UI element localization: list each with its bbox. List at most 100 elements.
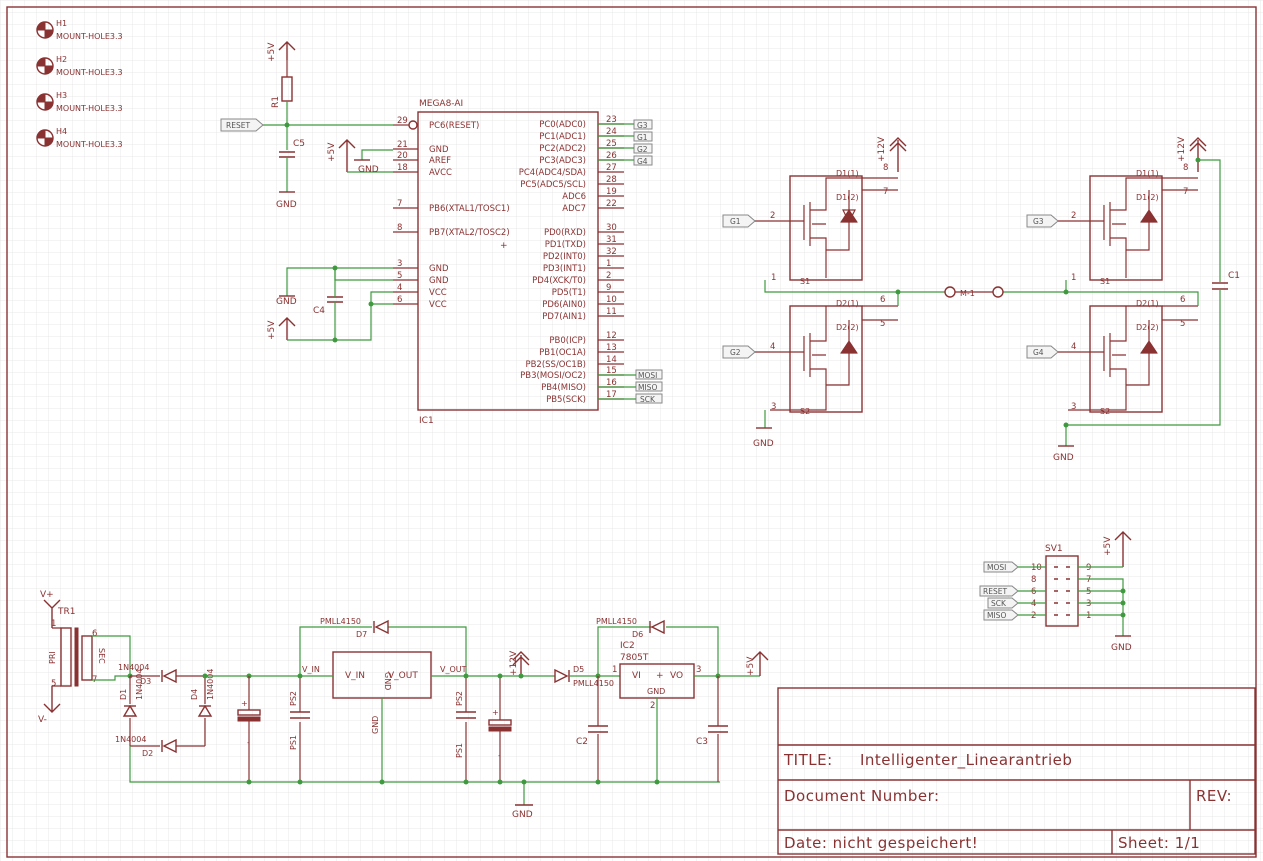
capacitor-c2[interactable]: C2 <box>576 676 608 782</box>
ic1-pin-number: 23 <box>606 115 617 125</box>
svg-text:+12V: +12V <box>509 650 519 676</box>
diode-d1[interactable]: D1 1N4004 <box>119 669 144 746</box>
svg-text:VO: VO <box>670 671 683 681</box>
mount-hole-h2[interactable]: H2 MOUNT-HOLE3.3 <box>36 55 123 77</box>
net-tag-mosi[interactable]: MOSI <box>983 561 1019 573</box>
net-tag-miso-mcu[interactable]: MISO <box>635 381 663 392</box>
net-tag-g2[interactable]: G2 <box>722 345 756 359</box>
supply-p5v-reg[interactable]: +5V <box>746 651 769 676</box>
mount-hole-h4[interactable]: H4 MOUNT-HOLE3.3 <box>36 127 123 149</box>
diode-d4[interactable]: D4 1N4004 <box>190 669 215 746</box>
supply-p5v-vcc[interactable]: +5V <box>267 317 296 340</box>
ic1-pin-number: 14 <box>606 355 617 365</box>
mosfet-upper-left[interactable]: 287 D1(1) D1(2) 1 S1 <box>755 163 898 286</box>
supply-p5v-avcc[interactable]: +5V <box>327 139 356 172</box>
supply-p12v-right[interactable]: +12V <box>1177 136 1207 172</box>
header-pin-number: 4 <box>1031 599 1036 609</box>
net-tag-g4[interactable]: G4 <box>1026 345 1059 359</box>
svg-text:6: 6 <box>92 629 97 639</box>
net-tag-reset-hdr[interactable]: RESET <box>979 585 1019 597</box>
mount-hole-h1[interactable]: H1 MOUNT-HOLE3.3 <box>36 19 123 41</box>
ic1-pin-number: 20 <box>397 151 408 161</box>
net-tag-sck-mcu[interactable]: SCK <box>635 393 663 404</box>
diode-d6[interactable]: PMLL4150 D6 <box>596 617 719 676</box>
svg-text:D2: D2 <box>142 749 153 758</box>
voltage-regulator-block[interactable]: V_IN V_OUT GND GND <box>300 651 466 782</box>
ic1-pin-number: 26 <box>606 151 617 161</box>
net-tag-g4-mcu[interactable]: G4 <box>633 155 653 166</box>
capacitor-electrolytic-2[interactable]: +- <box>488 676 512 782</box>
ic1-pin-name: PC3(ADC3) <box>539 156 586 166</box>
svg-text:G3: G3 <box>637 121 648 130</box>
mosfet-upper-right[interactable]: 287 D1(1) D1(2) 1 S1 <box>1058 163 1198 286</box>
supply-p12v-left[interactable]: +12V <box>877 136 907 172</box>
net-tag-g1[interactable]: G1 <box>722 214 756 228</box>
net-tag-g3-mcu[interactable]: G3 <box>633 119 653 130</box>
svg-text:3: 3 <box>1071 402 1076 412</box>
net-tag-g1-mcu[interactable]: G1 <box>633 131 653 142</box>
motor-m1[interactable]: M-1 <box>898 286 1066 298</box>
ic1-pin-number: 9 <box>606 283 611 293</box>
ic1-pin-name: AREF <box>429 156 451 166</box>
svg-text:PS2: PS2 <box>289 691 298 706</box>
net-tag-sck[interactable]: SCK <box>987 597 1019 609</box>
fuse-ps1[interactable]: PS2 PS1 <box>455 676 476 782</box>
fuse-ps2[interactable]: PS2 PS1 <box>289 676 310 782</box>
diode-d7[interactable]: PMLL4150 D7 <box>299 617 467 676</box>
capacitor-c3[interactable]: C3 <box>696 676 728 782</box>
svg-text:D6: D6 <box>632 630 643 639</box>
capacitor-electrolytic-1[interactable]: +- <box>237 676 261 782</box>
mount-hole-h3[interactable]: H3 MOUNT-HOLE3.3 <box>36 91 123 113</box>
supply-p12v-reg[interactable]: +12V <box>509 650 530 676</box>
svg-text:S1: S1 <box>1100 277 1110 286</box>
net-tag-reset[interactable]: RESET <box>220 118 264 132</box>
svg-text:D2(1): D2(1) <box>836 299 859 308</box>
supply-p5v-header[interactable]: +5V <box>1103 531 1132 567</box>
capacitor-c1[interactable] <box>1212 282 1228 290</box>
net-tag-mosi-mcu[interactable]: MOSI <box>635 369 663 380</box>
ic1-pin-name: PC6(RESET) <box>429 121 479 131</box>
mount-hole-name: H3 <box>56 91 67 100</box>
diode-d2[interactable]: 1N4004 D2 <box>115 735 205 758</box>
ic1-pin-number: 1 <box>606 259 611 269</box>
ic1-pin-name: VCC <box>429 288 447 298</box>
net-tag-miso[interactable]: MISO <box>983 609 1019 621</box>
diode-d3[interactable]: 1N4004 D3 <box>118 663 205 686</box>
net-tag-g2-mcu[interactable]: G2 <box>633 143 653 154</box>
mount-hole-name: H4 <box>56 127 67 136</box>
ic1-pin-name: PD4(XCK/T0) <box>532 276 586 286</box>
mosfet-lower-right[interactable]: 465 D2(1) D2(2) 3 S2 <box>1058 295 1198 416</box>
ic1-value: MEGA8-AI <box>419 99 463 109</box>
supply-p5v-r1[interactable]: +5V <box>267 41 296 62</box>
net-tag-g3[interactable]: G3 <box>1026 214 1059 228</box>
mosfet-lower-left[interactable]: 465 D2(1) D2(2) 3 S2 <box>755 295 898 416</box>
